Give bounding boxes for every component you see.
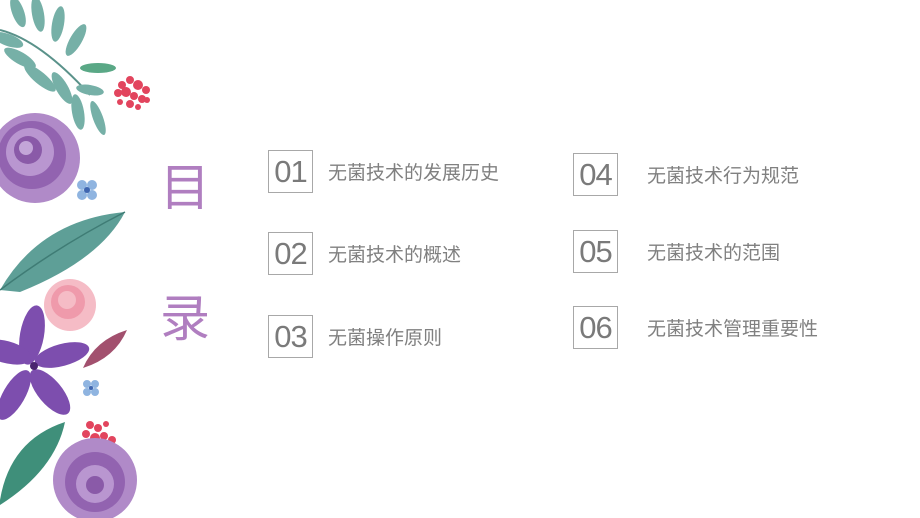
toc-title-char-1: 目 [160, 159, 210, 217]
toc-number-box: 05 [573, 230, 618, 273]
toc-number-box: 03 [268, 315, 313, 358]
red-berries-icon [82, 421, 116, 451]
toc-item-label: 无菌操作原则 [328, 327, 443, 349]
toc-number-box: 06 [573, 306, 618, 349]
purple-star-flower-icon [0, 305, 90, 420]
purple-peony-icon [0, 113, 80, 203]
toc-item-03[interactable]: 03 无菌操作原则 [268, 315, 442, 358]
toc-title-char-2: 录 [160, 290, 210, 348]
toc-item-label: 无菌技术的发展历史 [328, 162, 500, 184]
toc-item-label: 无菌技术管理重要性 [647, 318, 819, 340]
blue-blossom-icon [77, 180, 97, 200]
green-leaf-icon [0, 422, 65, 505]
toc-item-01[interactable]: 01 无菌技术的发展历史 [268, 150, 499, 193]
toc-number-box: 01 [268, 150, 313, 193]
teal-banana-leaf-icon [0, 211, 126, 292]
red-berries-icon [114, 76, 150, 110]
fern-leaf-icon [0, 0, 116, 136]
toc-item-label: 无菌技术的范围 [647, 242, 781, 264]
toc-number-box: 04 [573, 153, 618, 196]
blue-blossom-icon [83, 380, 99, 396]
watercolor-floral-decoration [0, 0, 150, 518]
toc-number-box: 02 [268, 232, 313, 275]
mauve-leaf-icon [83, 330, 127, 368]
toc-item-02[interactable]: 02 无菌技术的概述 [268, 232, 461, 275]
toc-item-label: 无菌技术行为规范 [647, 165, 800, 187]
toc-item-05[interactable]: 05 无菌技术的范围 [573, 230, 780, 273]
toc-item-label: 无菌技术的概述 [328, 244, 462, 266]
pink-rose-icon [44, 279, 96, 331]
toc-item-04[interactable]: 04 无菌技术行为规范 [573, 153, 799, 196]
toc-item-06[interactable]: 06 无菌技术管理重要性 [573, 306, 818, 349]
purple-peony-icon [53, 438, 137, 518]
